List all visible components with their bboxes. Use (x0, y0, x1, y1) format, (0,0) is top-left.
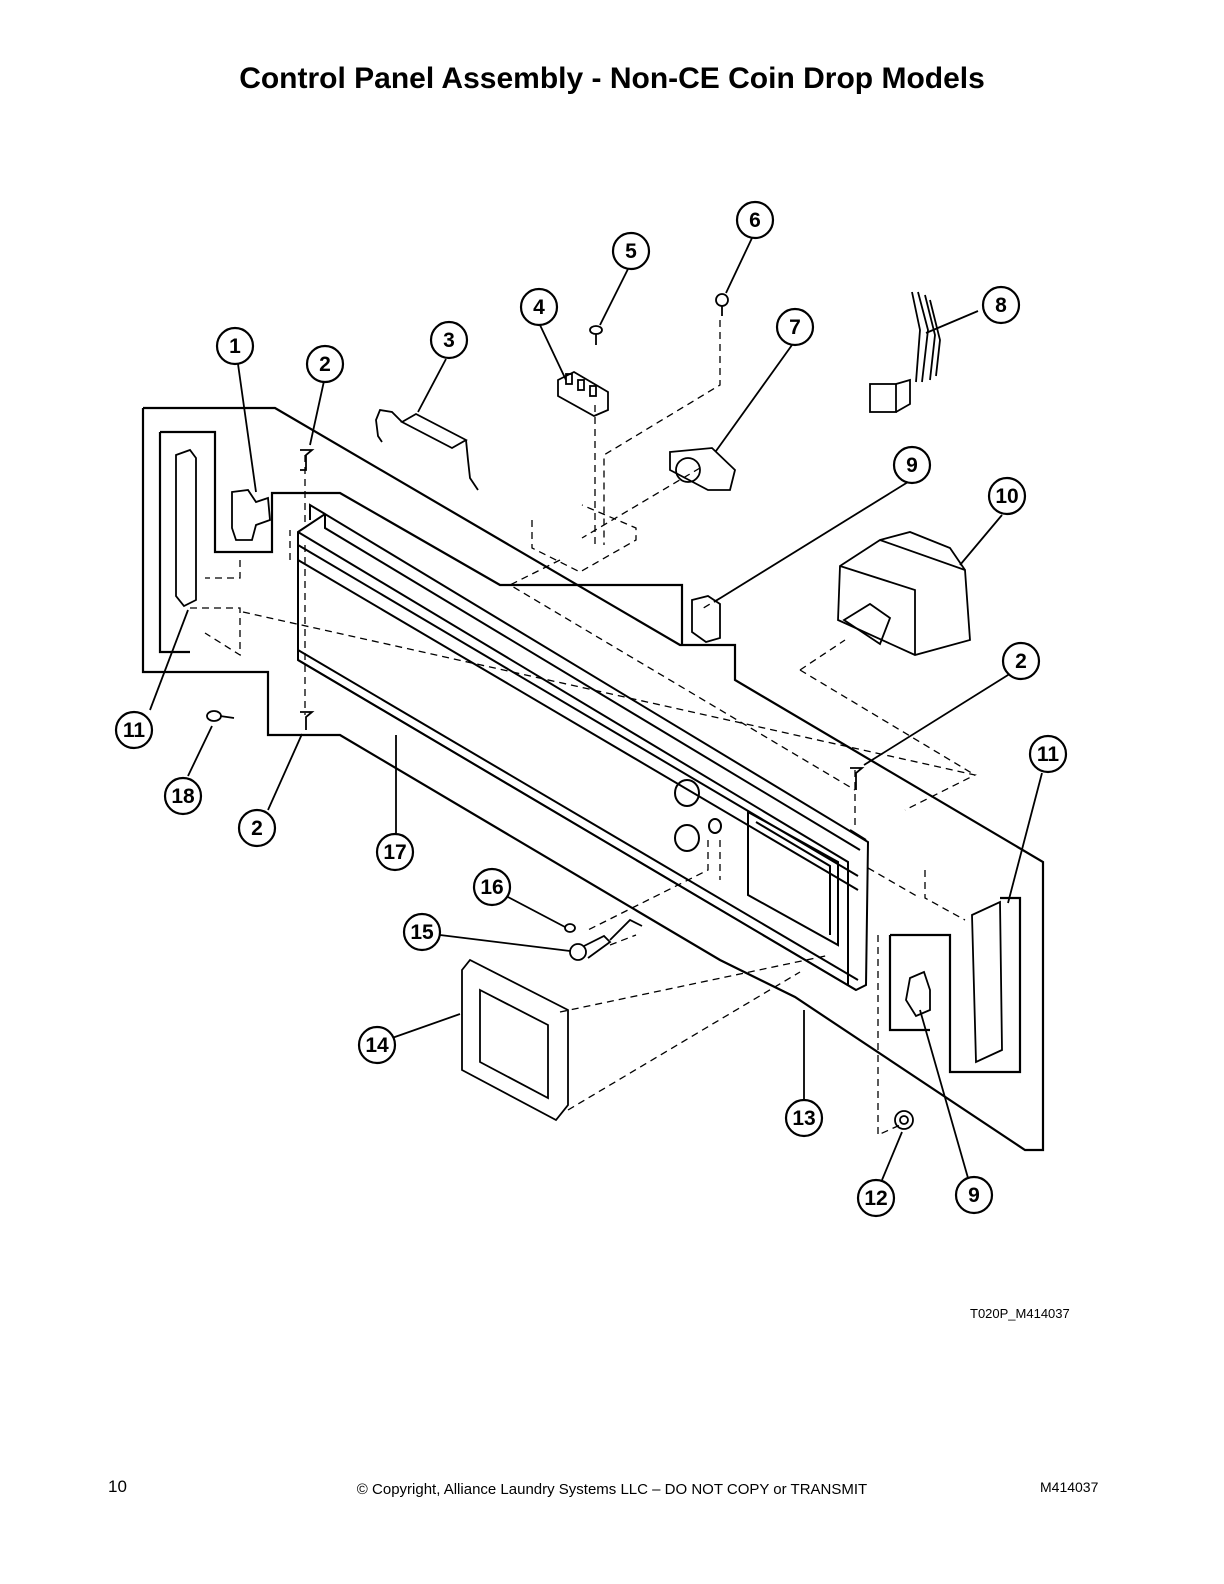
callout-label: 9 (968, 1184, 980, 1207)
callout-label: 8 (995, 294, 1007, 317)
drawing-id: T020P_M414037 (970, 1306, 1070, 1321)
callout-12: 12 (856, 1178, 896, 1218)
leader-lines (149, 237, 1043, 1181)
callout-11-right: 11 (1028, 734, 1068, 774)
callout-label: 10 (995, 485, 1018, 508)
callout-2-top: 2 (305, 344, 345, 384)
callout-9-bottom: 9 (954, 1175, 994, 1215)
callout-18: 18 (163, 776, 203, 816)
callout-6: 6 (735, 200, 775, 240)
callout-13: 13 (784, 1098, 824, 1138)
callout-7: 7 (775, 307, 815, 347)
callout-label: 18 (171, 785, 195, 808)
control-panel-part-17 (297, 503, 870, 992)
callout-label: 4 (533, 296, 545, 319)
callout-4: 4 (519, 287, 559, 327)
callout-14: 14 (357, 1025, 397, 1065)
page-number: 10 (108, 1477, 127, 1496)
callout-2-bottom: 2 (237, 808, 277, 848)
document-number: M414037 (1040, 1479, 1099, 1495)
copyright-notice: © Copyright, Alliance Laundry Systems LL… (356, 1481, 868, 1498)
callout-label: 2 (319, 353, 331, 376)
callout-label: 15 (410, 921, 434, 944)
callout-5: 5 (611, 231, 651, 271)
callout-label: 9 (906, 454, 918, 477)
callout-label: 12 (864, 1187, 887, 1210)
callout-label: 1 (229, 335, 241, 358)
page-title: Control Panel Assembly - Non-CE Coin Dro… (239, 62, 985, 95)
assembly-guide-lines (190, 320, 977, 1137)
callout-1: 1 (215, 326, 255, 366)
callouts: 1 2 3 4 5 6 7 8 9 10 2 11 11 18 2 17 16 … (114, 200, 1068, 1218)
callout-label: 13 (792, 1107, 815, 1130)
callout-8: 8 (981, 285, 1021, 325)
callout-label: 16 (480, 876, 503, 899)
small-parts (175, 291, 1003, 1130)
callout-16: 16 (472, 867, 512, 907)
callout-9-top: 9 (892, 445, 932, 485)
callout-10: 10 (987, 476, 1027, 516)
callout-label: 5 (625, 240, 637, 263)
callout-11-left: 11 (114, 710, 154, 750)
callout-label: 7 (789, 316, 801, 339)
assembly-outline (141, 406, 1045, 1152)
callout-label: 6 (749, 209, 761, 232)
callout-label: 14 (365, 1034, 389, 1057)
callout-label: 11 (1037, 743, 1060, 766)
callout-3: 3 (429, 320, 469, 360)
callout-label: 2 (251, 817, 263, 840)
callout-label: 3 (443, 329, 455, 352)
callout-17: 17 (375, 832, 415, 872)
callout-label: 11 (123, 719, 146, 742)
callout-15: 15 (402, 912, 442, 952)
callout-2-right: 2 (1001, 641, 1041, 681)
callout-label: 2 (1015, 650, 1027, 673)
callout-label: 17 (383, 841, 406, 864)
